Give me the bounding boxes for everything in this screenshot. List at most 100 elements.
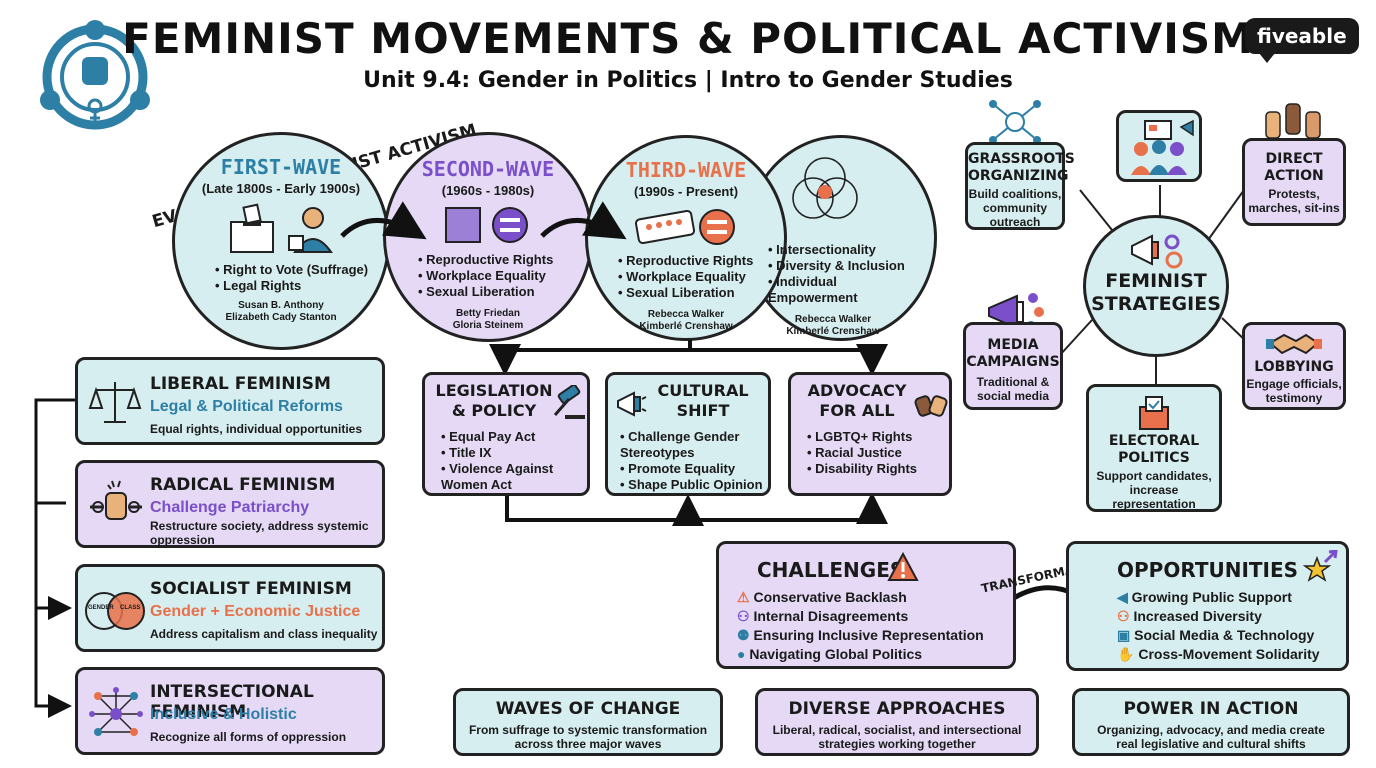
raised-hands-icon bbox=[1262, 98, 1326, 144]
item-label: Growing Public Support bbox=[1131, 589, 1292, 605]
opportunities-card: OPPORTUNITIES ◀ Growing Public Support ⚇… bbox=[1066, 541, 1349, 671]
network-icon bbox=[88, 686, 144, 747]
card-title: ADVOCACY FOR ALL bbox=[807, 381, 907, 420]
electoral-politics-card: ELECTORAL POLITICS Support candidates, i… bbox=[1086, 384, 1222, 512]
list-item: Shape Public Opinion bbox=[620, 477, 768, 493]
card-title: LIBERAL FEMINISM bbox=[150, 374, 331, 394]
page-subtitle: Unit 9.4: Gender in Politics | Intro to … bbox=[363, 68, 1013, 93]
name: Kimberlé Crenshaw bbox=[639, 321, 733, 332]
venn-label: GENDER bbox=[88, 605, 114, 611]
card-description: Build coalitions, community outreach bbox=[968, 187, 1062, 229]
list-item: ◀ Growing Public Support bbox=[1117, 588, 1320, 607]
first-wave-period: (Late 1800s - Early 1900s) bbox=[201, 181, 361, 196]
third-wave-circle: THIRD-WAVE (1990s - Present) Reproductiv… bbox=[585, 135, 787, 341]
card-title: WAVES OF CHANGE bbox=[495, 699, 681, 719]
challenges-card: CHALLENGES ⚠ Conservative Backlash ⚇ Int… bbox=[716, 541, 1016, 669]
card-title: ELECTORAL POLITICS bbox=[1108, 433, 1200, 466]
challenges-list: ⚠ Conservative Backlash ⚇ Internal Disag… bbox=[737, 588, 984, 664]
second-wave-circle: SECOND-WAVE (1960s - 1980s) Reproductive… bbox=[383, 132, 593, 342]
card-description: Organizing, advocacy, and media create r… bbox=[1097, 723, 1325, 751]
item-label: Conservative Backlash bbox=[753, 589, 907, 605]
card-description: Address capitalism and class inequality bbox=[150, 627, 378, 641]
network-people-icon bbox=[985, 98, 1045, 146]
card-title: OPPORTUNITIES bbox=[1117, 558, 1299, 582]
third-wave-period: (1990s - Present) bbox=[633, 184, 739, 199]
venn-label: CLASS bbox=[120, 605, 141, 611]
phone-icon: ▣ bbox=[1117, 627, 1135, 643]
direct-action-card: DIRECT ACTION Protests, marches, sit-ins bbox=[1242, 138, 1346, 226]
list-item: ⚉ Ensuring Inclusive Representation bbox=[737, 626, 984, 645]
second-wave-names: Betty Friedan Gloria Steinem bbox=[386, 308, 590, 332]
third-wave-extra: Intersectionality Diversity & Inclusion … bbox=[768, 242, 928, 338]
list-item: Workplace Equality bbox=[618, 269, 784, 285]
third-wave-names: Rebecca Walker Kimberlé Crenshaw bbox=[588, 309, 784, 333]
card-description: Traditional & social media bbox=[976, 375, 1050, 403]
outcome-points: Equal Pay Act Title IX Violence Against … bbox=[441, 429, 587, 493]
hands-icon: ✋ bbox=[1117, 646, 1139, 662]
star-arrow-icon bbox=[1302, 549, 1339, 587]
first-wave-points: Right to Vote (Suffrage) Legal Rights bbox=[215, 262, 387, 294]
list-item: LGBTQ+ Rights bbox=[807, 429, 917, 445]
item-label: Ensuring Inclusive Representation bbox=[753, 627, 984, 643]
list-item: Violence Against Women Act bbox=[441, 461, 587, 493]
ballot-box-icon bbox=[1134, 393, 1174, 433]
list-item: Racial Justice bbox=[807, 445, 917, 461]
name: Elizabeth Cady Stanton bbox=[225, 312, 337, 323]
card-title: LOBBYING bbox=[1254, 359, 1334, 375]
third-wave-extra-names: Rebecca Walker Kimberlé Crenshaw bbox=[768, 314, 898, 338]
logo-icon bbox=[30, 12, 160, 142]
media-campaigns-card: MEDIA CAMPAIGNS Traditional & social med… bbox=[963, 322, 1063, 410]
name: Rebecca Walker bbox=[794, 314, 872, 325]
list-item: Reproductive Rights bbox=[418, 252, 590, 268]
list-item: ⚇ Internal Disagreements bbox=[737, 607, 984, 626]
card-title: CHALLENGES bbox=[757, 558, 905, 582]
card-title: SOCIALIST FEMINISM bbox=[150, 579, 352, 599]
cultural-shift-card: CULTURAL SHIFT Challenge Gender Stereoty… bbox=[605, 372, 771, 496]
megaphone-gear-icon bbox=[1086, 230, 1226, 270]
list-item: Individual Empowerment bbox=[768, 274, 928, 306]
page-title: FEMINIST MOVEMENTS & POLITICAL ACTIVISM bbox=[122, 14, 1254, 63]
card-description: Engage officials, testimony bbox=[1246, 377, 1342, 405]
raised-fists-icon bbox=[913, 389, 949, 428]
brand-logo: fiveable bbox=[1245, 18, 1359, 63]
list-item: ⚇ Increased Diversity bbox=[1117, 607, 1320, 626]
first-wave-circle: FIRST-WAVE (Late 1800s - Early 1900s) Ri… bbox=[172, 132, 390, 350]
item-label: Internal Disagreements bbox=[753, 608, 909, 624]
card-description: Protests, marches, sit-ins bbox=[1248, 187, 1340, 215]
globe-icon: ● bbox=[737, 646, 750, 662]
warning-icon bbox=[887, 551, 919, 587]
name: Gloria Steinem bbox=[452, 320, 524, 331]
list-item: Equal Pay Act bbox=[441, 429, 587, 445]
card-title: GRASSROOTS ORGANIZING bbox=[968, 151, 1075, 184]
list-item: ✋ Cross-Movement Solidarity bbox=[1117, 645, 1320, 664]
list-item: Workplace Equality bbox=[418, 268, 590, 284]
megaphone-icon bbox=[614, 389, 648, 424]
list-item: Reproductive Rights bbox=[618, 253, 784, 269]
card-title: POWER IN ACTION bbox=[1123, 699, 1299, 719]
card-title: CULTURAL SHIFT bbox=[657, 381, 749, 420]
card-description: From suffrage to systemic transformation… bbox=[468, 723, 708, 751]
name: Susan B. Anthony bbox=[238, 300, 324, 311]
first-wave-title: FIRST-WAVE bbox=[220, 155, 342, 179]
list-item: ⚠ Conservative Backlash bbox=[737, 588, 984, 607]
third-wave-title: THIRD-WAVE bbox=[625, 158, 747, 182]
name: Kimberlé Crenshaw bbox=[786, 326, 880, 337]
card-title: DIVERSE APPROACHES bbox=[788, 699, 1006, 719]
third-wave-points: Reproductive Rights Workplace Equality S… bbox=[618, 253, 784, 301]
legislation-policy-card: LEGISLATION & POLICY Equal Pay Act Title… bbox=[422, 372, 590, 496]
lobbying-card: LOBBYING Engage officials, testimony bbox=[1242, 322, 1346, 410]
list-item: ● Navigating Global Politics bbox=[737, 645, 984, 664]
list-item: Challenge Gender Stereotypes bbox=[620, 429, 768, 461]
people-board-icon bbox=[1116, 110, 1202, 182]
card-description: Support candidates, increase representat… bbox=[1096, 469, 1212, 511]
handshake-icon bbox=[1266, 329, 1322, 359]
item-label: Social Media & Technology bbox=[1134, 627, 1315, 643]
list-item: Right to Vote (Suffrage) bbox=[215, 262, 387, 278]
card-description: Equal rights, individual opportunities bbox=[150, 422, 363, 436]
ballot-box-icon bbox=[175, 200, 387, 262]
second-wave-points: Reproductive Rights Workplace Equality S… bbox=[418, 252, 590, 300]
socialist-feminism-card: GENDER CLASS SOCIALIST FEMINISM Gender +… bbox=[75, 564, 385, 652]
card-subtitle: Challenge Patriarchy bbox=[150, 499, 310, 516]
name: Rebecca Walker bbox=[647, 309, 725, 320]
outcome-points: LGBTQ+ Rights Racial Justice Disability … bbox=[807, 429, 917, 477]
